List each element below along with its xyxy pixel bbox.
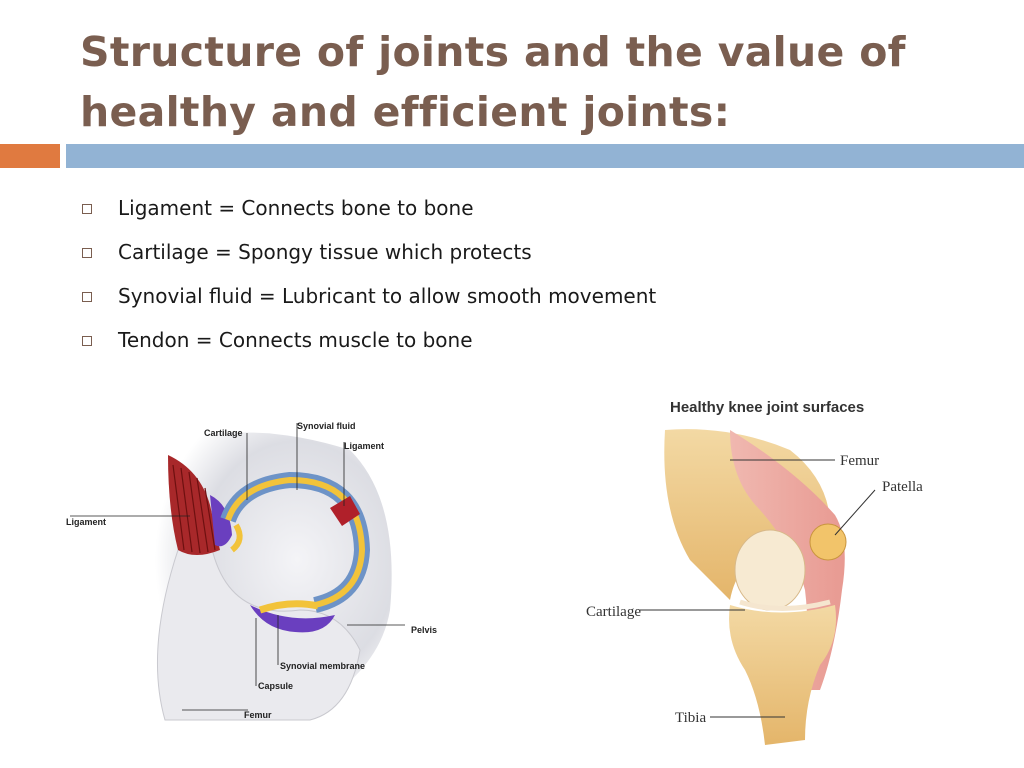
synovial-fluid-band (225, 476, 366, 608)
label-pelvis: Pelvis (411, 625, 437, 635)
knee-label-cartilage: Cartilage (586, 604, 641, 620)
knee-cartilage-shape (739, 599, 831, 611)
synovial-membrane-bottom (250, 605, 335, 633)
square-bullet-icon (82, 248, 92, 258)
square-bullet-icon (82, 336, 92, 346)
knee-title: Healthy knee joint surfaces (670, 399, 864, 416)
label-synovial-fluid: Synovial fluid (297, 421, 356, 431)
accent-bar-blue (66, 144, 1024, 168)
femur-shape (156, 539, 361, 721)
bullet-text: Cartilage = Spongy tissue which protects (118, 240, 532, 264)
knee-label-tibia: Tibia (675, 710, 706, 726)
slide-title: Structure of joints and the value of hea… (80, 22, 980, 142)
bullet-text: Ligament = Connects bone to bone (118, 196, 474, 220)
knee-label-patella: Patella (882, 479, 923, 495)
knee-label-femur: Femur (840, 453, 879, 469)
knee-joint-diagram: Healthy knee joint surfaces Femur Patell… (586, 399, 923, 745)
list-item: Tendon = Connects muscle to bone (80, 318, 656, 362)
leader-lines (70, 423, 405, 711)
list-item: Synovial fluid = Lubricant to allow smoo… (80, 274, 656, 318)
label-capsule: Capsule (258, 681, 293, 691)
cartilage-bottom (258, 600, 319, 614)
list-item: Ligament = Connects bone to bone (80, 186, 656, 230)
label-synovial-membrane: Synovial membrane (280, 661, 365, 671)
title-line-1: Structure of joints and the value of (80, 28, 906, 76)
ligament-top-shape (330, 496, 360, 526)
knee-leader-lines (640, 459, 876, 718)
label-ligament-left: Ligament (66, 517, 106, 527)
label-cartilage: Cartilage (204, 428, 243, 438)
accent-bar-orange (0, 144, 60, 168)
square-bullet-icon (82, 292, 92, 302)
bullet-text: Tendon = Connects muscle to bone (118, 328, 473, 352)
synovial-membrane-left (210, 495, 232, 547)
tibia-bone-shape (729, 605, 836, 745)
label-ligament-top: Ligament (344, 441, 384, 451)
label-femur: Femur (244, 710, 272, 720)
bullet-list: Ligament = Connects bone to bone Cartila… (80, 186, 656, 362)
femoral-condyle-shape (734, 529, 806, 611)
square-bullet-icon (82, 204, 92, 214)
list-item: Cartilage = Spongy tissue which protects (80, 230, 656, 274)
hip-joint-diagram: Cartilage Synovial fluid Ligament Ligame… (66, 421, 437, 721)
bullet-text: Synovial fluid = Lubricant to allow smoo… (118, 284, 657, 308)
ligament-fibers (172, 464, 216, 554)
cartilage-left (230, 523, 243, 553)
title-line-2: healthy and efficient joints: (80, 88, 731, 136)
